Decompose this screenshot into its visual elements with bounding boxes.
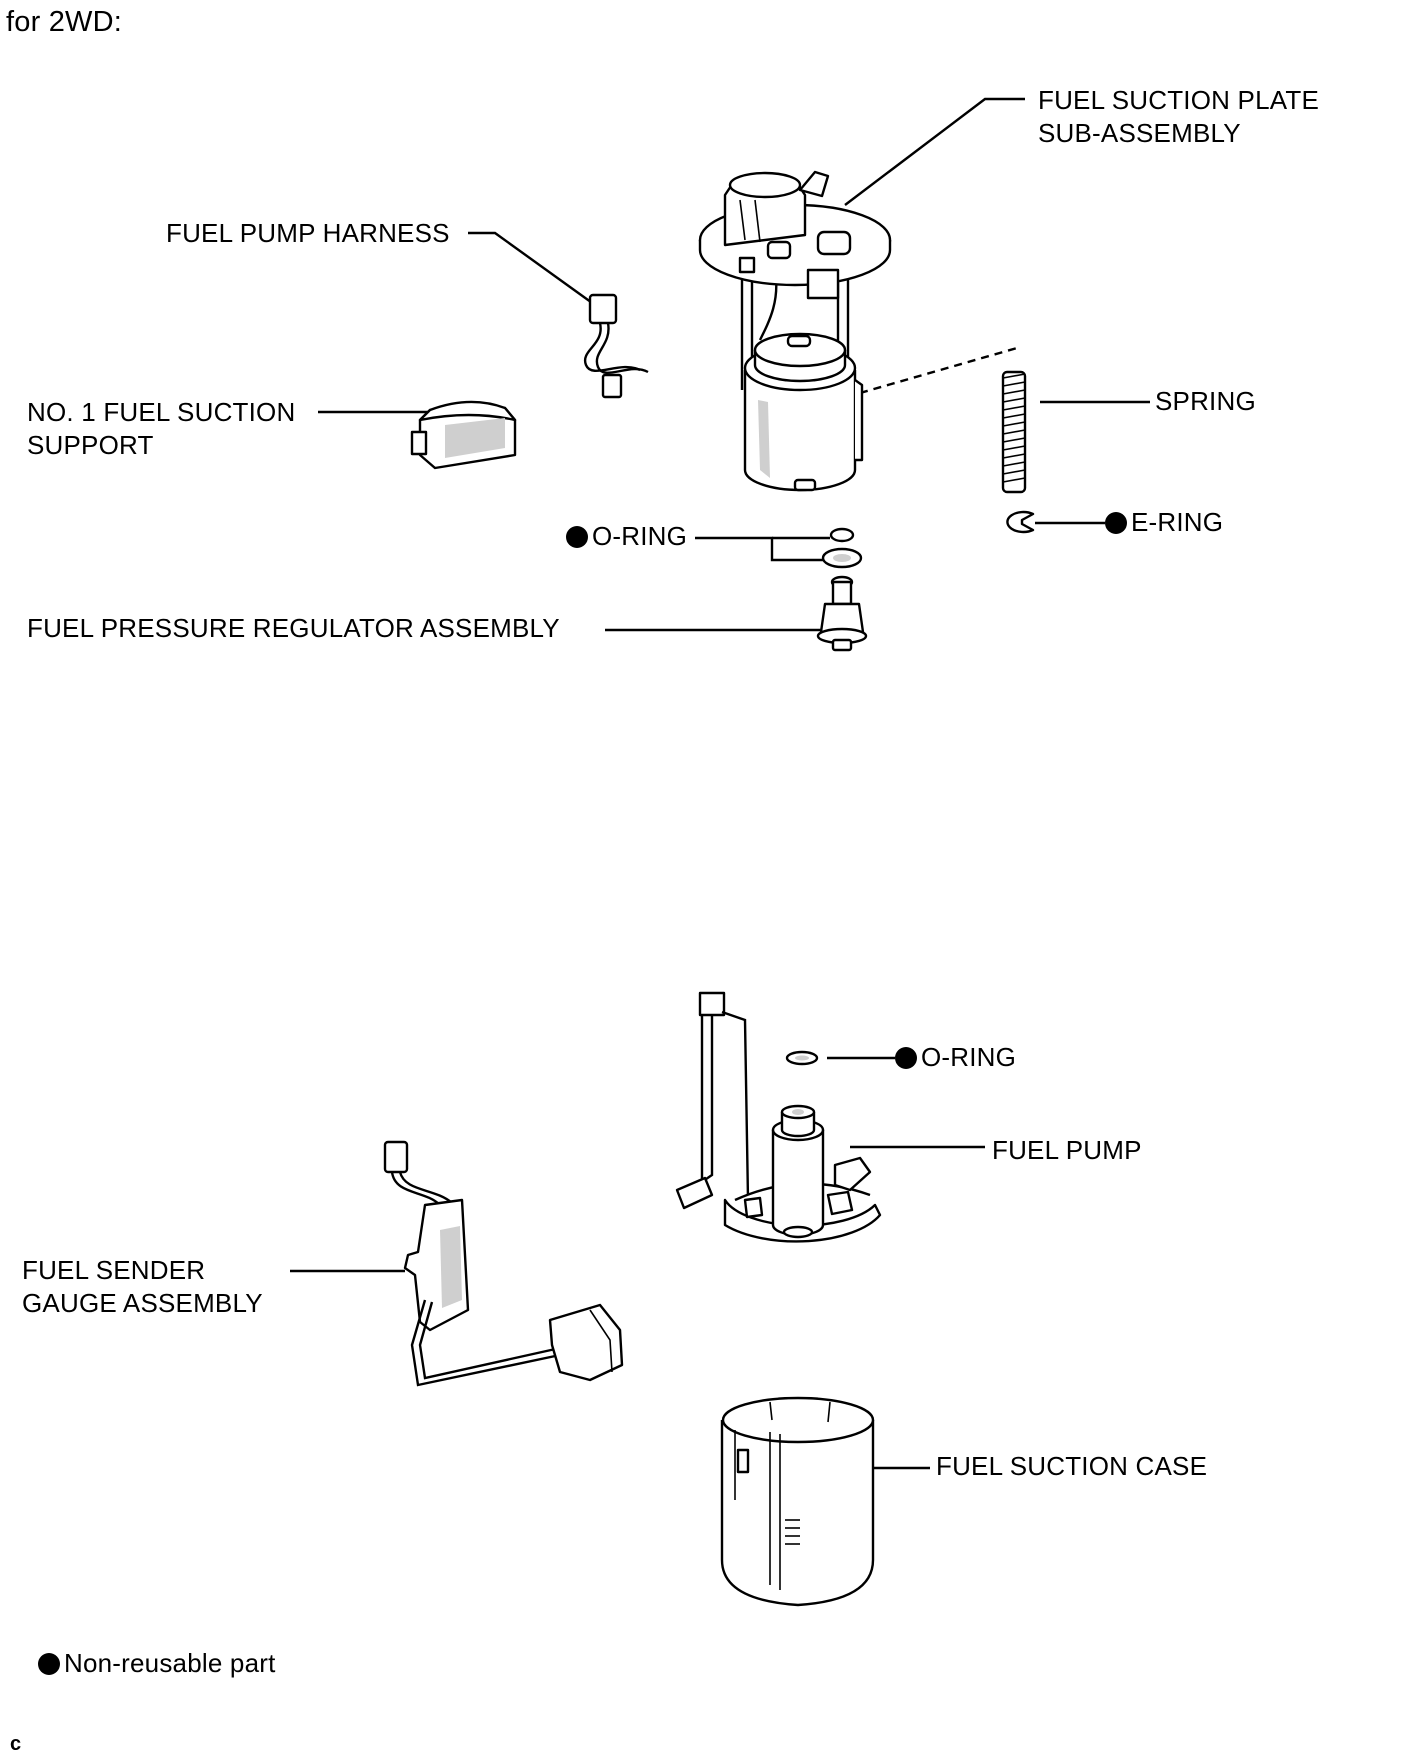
no1-fuel-suction-support-drawing	[410, 400, 517, 470]
label-fuel-suction-plate-line2: SUB-ASSEMBLY	[1038, 118, 1241, 148]
label-fuel-suction-case: FUEL SUCTION CASE	[936, 1451, 1208, 1481]
o-ring-lower-drawing	[785, 1050, 819, 1066]
non-reusable-dot-icon	[1105, 512, 1127, 534]
non-reusable-dot-icon	[566, 526, 588, 548]
fuel-pump-lower-drawing	[675, 991, 882, 1243]
corner-mark: c	[10, 1733, 22, 1755]
label-no1-fuel-suction-support-line1: NO. 1 FUEL SUCTION	[27, 397, 296, 427]
label-e-ring: E-RING	[1105, 506, 1223, 539]
legend-non-reusable-text: Non-reusable part	[64, 1648, 276, 1678]
label-spring: SPRING	[1155, 386, 1256, 416]
fuel-sender-gauge-drawing	[383, 1140, 624, 1387]
fuel-suction-plate-sub-assembly-drawing	[698, 170, 892, 492]
spring-drawing	[1001, 370, 1027, 494]
page-heading: for 2WD:	[6, 6, 122, 38]
fuel-pressure-regulator-drawing	[816, 575, 868, 652]
label-o-ring-lower: O-RING	[895, 1041, 1016, 1074]
non-reusable-dot-icon	[38, 1653, 60, 1675]
label-fuel-suction-plate-line1: FUEL SUCTION PLATE	[1038, 85, 1319, 115]
non-reusable-dot-icon	[895, 1047, 917, 1069]
leader-fuel-pump-harness	[468, 231, 596, 306]
leader-lines	[290, 97, 1150, 1470]
label-no1-fuel-suction-support-line2: SUPPORT	[27, 430, 154, 460]
leader-fuel-suction-plate	[844, 97, 1025, 206]
fuel-suction-case-drawing	[720, 1396, 875, 1607]
label-e-ring-text: E-RING	[1131, 507, 1224, 537]
label-o-ring-lower-text: O-RING	[921, 1042, 1017, 1072]
o-rings-upper-drawing	[821, 527, 863, 569]
label-fuel-sender-gauge-line1: FUEL SENDER	[22, 1255, 206, 1285]
fuel-pump-harness-drawing	[583, 293, 649, 399]
label-fuel-pump-harness: FUEL PUMP HARNESS	[166, 218, 450, 248]
label-fuel-pressure-regulator: FUEL PRESSURE REGULATOR ASSEMBLY	[27, 613, 560, 643]
label-fuel-sender-gauge-line2: GAUGE ASSEMBLY	[22, 1288, 263, 1318]
label-o-ring-upper-text: O-RING	[592, 521, 688, 551]
label-fuel-pump: FUEL PUMP	[992, 1135, 1142, 1165]
legend-non-reusable: Non-reusable part	[38, 1647, 276, 1680]
leader-o-ring-upper	[695, 536, 830, 562]
leader-pump-to-spring-dashed	[859, 346, 1018, 395]
e-ring-drawing	[1006, 510, 1035, 534]
label-o-ring-upper: O-RING	[566, 520, 687, 553]
